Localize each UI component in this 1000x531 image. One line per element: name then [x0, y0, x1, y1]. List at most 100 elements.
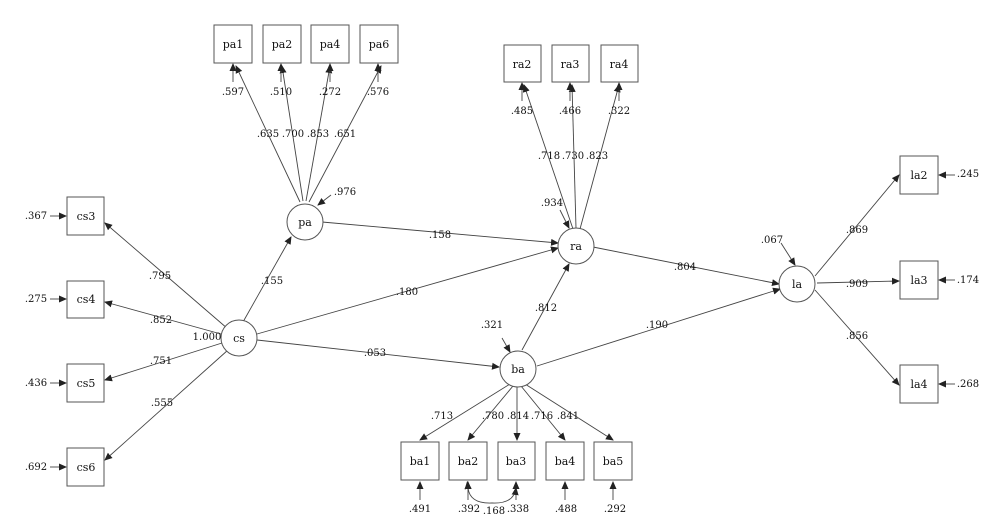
edge-cs-pa: [242, 236, 292, 323]
edge-la-la3: [816, 277, 900, 285]
latent-label-ra: ra: [570, 240, 582, 253]
path-label-pa-ra: .158: [429, 230, 451, 241]
indicator-box-ba4: [545, 441, 585, 481]
loading-label-ba4: .716: [531, 411, 553, 422]
indicator-box-cs4: [66, 280, 105, 319]
indicator-box-ra4: [600, 44, 639, 83]
indicator-box-la4: [899, 364, 939, 404]
edge-ba-ra: [521, 263, 570, 351]
r2-label-cs3: .367: [25, 211, 47, 222]
r2-label-ra4: .322: [608, 106, 630, 117]
indicator-box-pa1: [213, 24, 253, 64]
loading-label-ba1: .713: [431, 411, 453, 422]
r2-label-ba2: .392: [458, 504, 480, 515]
r2-label-pa6: .576: [367, 87, 389, 98]
latent-circle-ba: [499, 350, 537, 388]
loading-label-la3: .909: [846, 279, 868, 290]
edge-la-la4: [814, 289, 900, 386]
loading-label-ba2: .780: [482, 411, 504, 422]
loading-label-la4: .856: [846, 331, 868, 342]
edge-la-la2: [814, 174, 900, 277]
indicator-box-pa4: [310, 24, 350, 64]
path-label-cs-ra: .180: [396, 287, 418, 298]
indicator-box-cs5: [66, 363, 105, 403]
disturbance-arrow-ra: [559, 209, 570, 229]
r2-label-pa1: .597: [222, 87, 244, 98]
edge-ra-ra3: [568, 84, 577, 229]
node-label-la3: la3: [910, 274, 927, 287]
node-label-pa4: pa4: [320, 38, 341, 51]
latent-circle-pa: [286, 203, 324, 241]
indicator-box-ba5: [593, 441, 633, 481]
r2-label-pa4: .272: [319, 87, 341, 98]
r2-label-cs6: .692: [25, 462, 47, 473]
node-label-la2: la2: [910, 169, 927, 182]
r2-label-ba3: .338: [507, 504, 529, 515]
latent-label-la: la: [792, 278, 803, 291]
edge-cs-ba: [256, 339, 500, 370]
edge-pa-pa1: [235, 65, 301, 203]
r2-label-ba1: .491: [409, 504, 431, 515]
node-label-ba3: ba3: [506, 455, 527, 468]
loading-label-pa1: .635: [257, 129, 279, 140]
node-label-ra4: ra4: [610, 58, 629, 71]
latent-circle-la: [778, 265, 816, 303]
loading-label-ba3: .814: [507, 411, 529, 422]
loading-label-pa2: .700: [282, 129, 304, 140]
edge-ba-ba5: [524, 383, 614, 441]
loading-label-la2: .869: [846, 225, 868, 236]
edge-ba-la: [536, 287, 781, 367]
edge-cs-cs5: [104, 342, 223, 382]
loading-label-pa6: .651: [334, 129, 356, 140]
node-label-pa1: pa1: [223, 38, 244, 51]
edge-pa-pa2: [279, 65, 304, 202]
r2-label-la2: .245: [957, 169, 979, 180]
r2-label-la4: .268: [957, 379, 979, 390]
edge-pa-pa4: [305, 65, 333, 202]
latent-label-pa: pa: [298, 216, 312, 229]
r2-label-ra: .934: [541, 198, 563, 209]
indicator-box-ra2: [503, 44, 542, 83]
latent-label-ba: ba: [511, 363, 525, 376]
edge-ba-ba2: [467, 385, 514, 441]
edge-pa-ra: [321, 221, 559, 246]
loading-label-cs5: .751: [150, 356, 172, 367]
edge-cs-cs4: [104, 300, 222, 335]
indicator-box-cs6: [66, 447, 105, 487]
indicator-box-pa2: [262, 24, 302, 64]
path-label-ba-la: .190: [646, 320, 668, 331]
node-label-cs4: cs4: [77, 293, 96, 306]
node-label-ra2: ra2: [513, 58, 532, 71]
loading-label-pa4: .853: [307, 129, 329, 140]
indicator-box-ra3: [551, 44, 590, 83]
edge-ra-ra2: [522, 84, 574, 230]
node-label-la4: la4: [910, 378, 927, 391]
loading-label-ra3: .730: [562, 151, 584, 162]
r2-label-la3: .174: [957, 275, 979, 286]
r2-label-ba4: .488: [555, 504, 577, 515]
r2-label-ra3: .466: [559, 106, 581, 117]
indicator-box-ba2: [448, 441, 488, 481]
node-label-ba4: ba4: [555, 455, 576, 468]
disturbance-arrow-ba: [501, 337, 511, 353]
edge-cs-cs3: [104, 222, 229, 330]
r2-label-ba: .321: [481, 320, 503, 331]
loading-label-ba5: .841: [557, 411, 579, 422]
indicator-box-la2: [899, 155, 939, 195]
loading-label-ra2: .718: [538, 151, 560, 162]
node-label-pa6: pa6: [369, 38, 390, 51]
path-label-cs-ba: .053: [364, 348, 386, 359]
disturbance-arrow-la: [780, 242, 796, 266]
latent-circle-ra: [557, 227, 595, 265]
r2-label-cs4: .275: [25, 294, 47, 305]
edge-ra-ra4: [579, 84, 621, 230]
r2-label-la: .067: [761, 235, 783, 246]
edge-ba-ba1: [419, 383, 511, 441]
disturbance-arrow-pa: [317, 194, 332, 206]
indicator-box-la3: [899, 260, 939, 300]
indicator-box-cs3: [66, 196, 105, 236]
node-label-pa2: pa2: [272, 38, 293, 51]
node-label-ba5: ba5: [603, 455, 624, 468]
loading-label-cs4: .852: [150, 315, 172, 326]
